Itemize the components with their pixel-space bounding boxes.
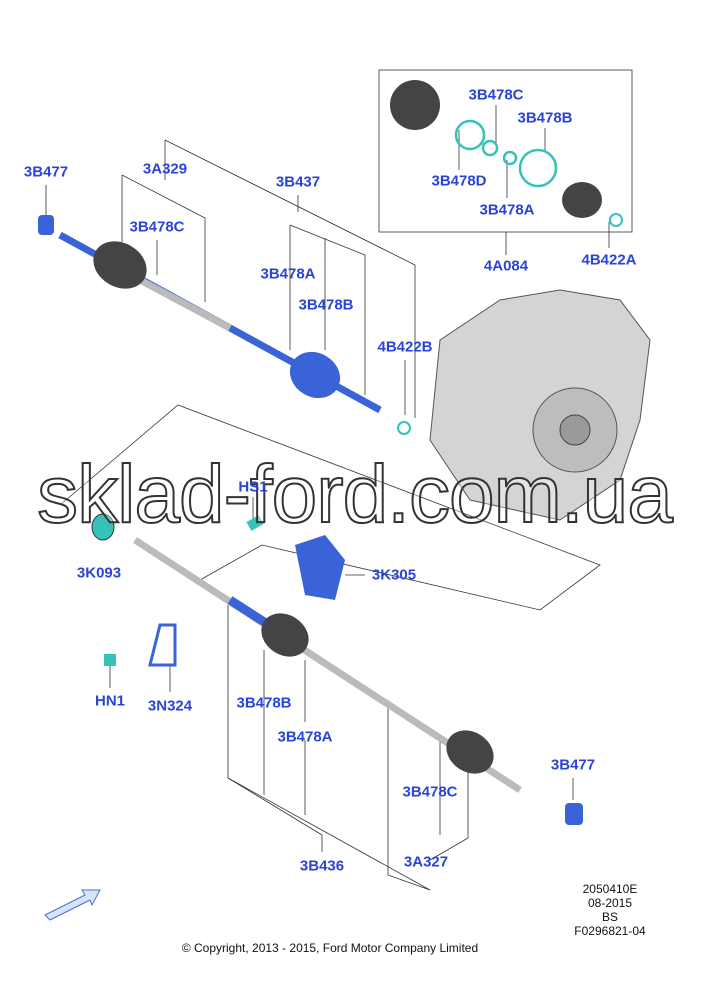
callout-kit-3B478B[interactable]: 3B478B: [517, 109, 573, 127]
callout-HS1[interactable]: HS1: [238, 478, 268, 496]
callout-3K305[interactable]: 3K305: [371, 566, 417, 584]
callout-3B478A-bottom[interactable]: 3B478A: [277, 728, 333, 746]
copyright: © Copyright, 2013 - 2015, Ford Motor Com…: [181, 941, 479, 955]
lower-drive-shaft: [91, 513, 583, 825]
callout-4B422B[interactable]: 4B422B: [377, 338, 433, 356]
callout-3B478A-top[interactable]: 3B478A: [260, 265, 316, 283]
illustration-meta: 2050410E 08-2015 BS F0296821-04: [555, 882, 665, 938]
callout-3A327[interactable]: 3A327: [403, 853, 449, 871]
callout-kit-3B478A[interactable]: 3B478A: [479, 201, 535, 219]
illustration-code: BS: [601, 910, 618, 924]
callout-3N324[interactable]: 3N324: [147, 697, 193, 715]
callout-kit-3B478D[interactable]: 3B478D: [431, 172, 487, 190]
callout-4A084[interactable]: 4A084: [483, 257, 529, 275]
callout-3B478B-top[interactable]: 3B478B: [298, 296, 354, 314]
callout-3B477-top[interactable]: 3B477: [23, 163, 69, 181]
illustration-id: 2050410E: [582, 882, 638, 896]
callout-3B478B-bottom[interactable]: 3B478B: [236, 694, 292, 712]
kit-box: [378, 69, 633, 233]
callout-kit-3B478C[interactable]: 3B478C: [468, 86, 524, 104]
callout-3B478C-top[interactable]: 3B478C: [129, 218, 185, 236]
illustration-date: 08-2015: [587, 896, 633, 910]
callout-3B436[interactable]: 3B436: [299, 857, 345, 875]
front-direction-arrow-icon: [44, 889, 101, 921]
upper-drive-shaft: [38, 215, 411, 435]
callout-HN1[interactable]: HN1: [94, 692, 126, 710]
callout-3B477-bottom[interactable]: 3B477: [550, 756, 596, 774]
transmission-housing: [429, 289, 651, 521]
callout-4B422A[interactable]: 4B422A: [581, 251, 637, 269]
boot-kit-parts: [390, 80, 623, 227]
watermark: sklad-ford.com.ua: [36, 448, 674, 541]
callout-3K093[interactable]: 3K093: [76, 564, 122, 582]
callout-3A329[interactable]: 3A329: [142, 160, 188, 178]
callout-3B478C-bottom[interactable]: 3B478C: [402, 783, 458, 801]
leader-lines: [45, 69, 633, 891]
callout-3B437[interactable]: 3B437: [275, 173, 321, 191]
illustration-ref: F0296821-04: [574, 924, 646, 938]
